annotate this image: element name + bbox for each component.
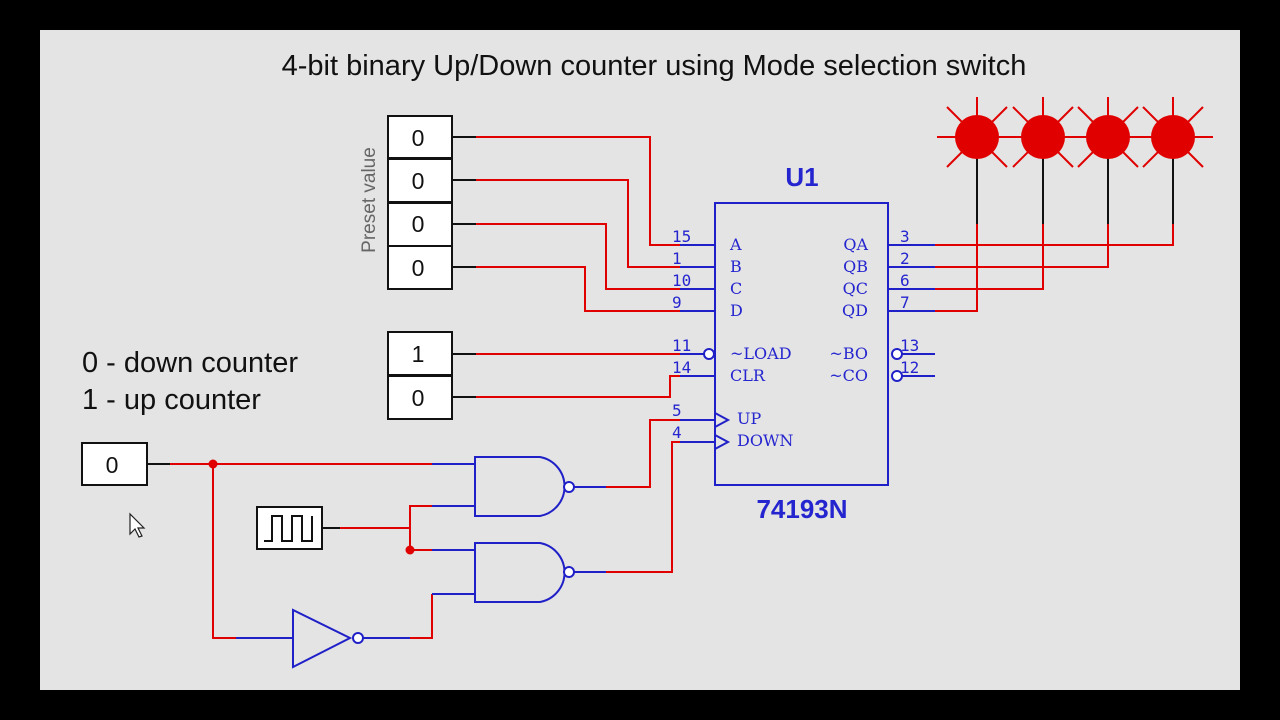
pin-num-up: 5: [672, 401, 682, 420]
pin-label-qa: QA: [843, 235, 868, 254]
preset-wires: [452, 136, 715, 312]
pin-num-a: 15: [672, 227, 691, 246]
pin-num-qb: 2: [900, 249, 910, 268]
mode-input-value: 0: [106, 452, 119, 478]
mode-wires: [147, 459, 475, 639]
preset-input-c[interactable]: 0: [387, 202, 453, 247]
preset-d-value: 0: [412, 255, 425, 281]
pin-num-b: 1: [672, 249, 682, 268]
pin-label-clr: CLR: [730, 366, 766, 385]
pin-num-down: 4: [672, 423, 682, 442]
load-input-value: 1: [412, 341, 425, 367]
preset-c-value: 0: [412, 211, 425, 237]
led-probe-3: [1068, 97, 1148, 168]
preset-b-value: 0: [412, 168, 425, 194]
led-probe-1: [937, 97, 1017, 168]
bo-bubble: [891, 348, 903, 360]
pin-num-co: 12: [900, 358, 919, 377]
not-gate-wires: [363, 593, 475, 639]
nand-output-wires: [574, 419, 715, 573]
schematic: 4-bit binary Up/Down counter using Mode …: [81, 50, 1213, 669]
nand-gate-down: [474, 542, 575, 603]
legend-down: 0 - down counter: [82, 347, 298, 379]
diagram-title: 4-bit binary Up/Down counter using Mode …: [282, 50, 1027, 82]
pin-label-co: ~CO: [829, 366, 868, 385]
nand-gate-up: [474, 456, 575, 517]
co-bubble: [891, 370, 903, 382]
pin-label-bo: ~BO: [829, 344, 868, 363]
clr-input-value: 0: [412, 385, 425, 411]
load-clr-wires: [452, 353, 715, 398]
pin-num-qc: 6: [900, 271, 910, 290]
pin-label-d: D: [730, 301, 743, 320]
mouse-cursor-icon: [129, 512, 146, 538]
preset-input-a[interactable]: 0: [387, 115, 453, 159]
pin-label-down: DOWN: [737, 431, 793, 450]
pin-num-clr: 14: [672, 358, 691, 377]
pin-label-qd: QD: [842, 301, 868, 320]
clr-input[interactable]: 0: [387, 375, 453, 420]
pin-label-qb: QB: [843, 257, 868, 276]
preset-input-d[interactable]: 0: [387, 245, 453, 290]
led-probe-4: [1133, 97, 1213, 168]
down-clock-triangle: [714, 434, 731, 450]
pin-label-up: UP: [737, 409, 761, 428]
led-probe-2: [1003, 97, 1083, 168]
pin-num-qa: 3: [900, 227, 910, 246]
pin-num-load: 11: [672, 336, 691, 355]
mode-input[interactable]: 0: [81, 442, 148, 486]
preset-input-b[interactable]: 0: [387, 158, 453, 203]
not-gate: [292, 608, 364, 669]
clock-wires: [322, 505, 475, 555]
schematic-canvas: 4-bit binary Up/Down counter using Mode …: [40, 30, 1240, 690]
preset-value-label: Preset value: [359, 147, 380, 253]
pin-num-c: 10: [672, 271, 691, 290]
pin-label-a: A: [729, 235, 742, 254]
counter-chip: U1 74193N 15 1 10 9 11 14 5 4 A B C D ~L…: [672, 162, 935, 524]
pin-num-qd: 7: [900, 293, 910, 312]
pin-num-bo: 13: [900, 336, 919, 355]
load-input[interactable]: 1: [387, 331, 453, 376]
pin-label-c: C: [730, 279, 742, 298]
pin-label-load: ~LOAD: [730, 344, 792, 363]
chip-part: 74193N: [756, 494, 847, 524]
clock-icon: [264, 515, 313, 542]
pin-label-qc: QC: [843, 279, 868, 298]
preset-a-value: 0: [412, 125, 425, 151]
legend-up: 1 - up counter: [82, 384, 261, 416]
pin-num-d: 9: [672, 293, 682, 312]
chip-ref: U1: [785, 162, 818, 192]
up-clock-triangle: [714, 412, 731, 428]
load-bubble: [703, 348, 715, 360]
pin-label-b: B: [730, 257, 742, 276]
led-probes: [937, 97, 1213, 168]
output-wires: [888, 155, 1174, 312]
clock-source[interactable]: [256, 506, 323, 550]
